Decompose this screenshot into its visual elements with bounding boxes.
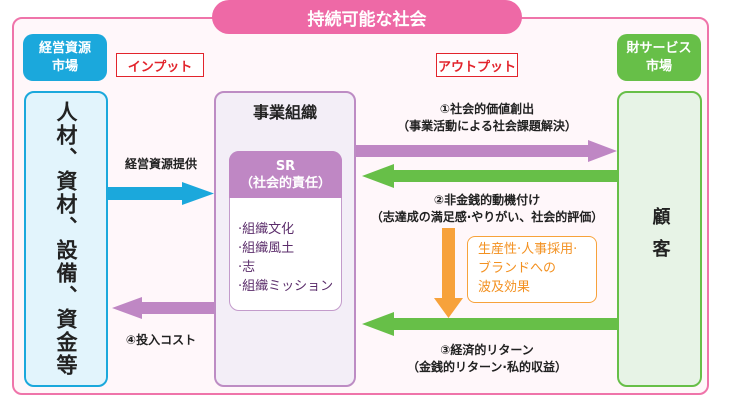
customer-text: 顧客 [649, 207, 671, 271]
sr-item: ·組織文化 [238, 222, 295, 237]
goods-services-market-label: 財サービス 市場 [617, 34, 701, 81]
business-organization-title: 事業組織 [252, 103, 317, 122]
sr-subtitle: （社会的責任） [239, 175, 331, 191]
resource-market-label: 経営資源 市場 [23, 34, 107, 81]
provide-arrow [108, 182, 214, 205]
sr-item: ·組織風土 [238, 241, 295, 256]
customer-text-wrap: 顧客 [617, 91, 702, 387]
cost-arrow [112, 297, 214, 319]
resources-text: 人材、資材、設備、資金等 [54, 101, 78, 377]
ripple-effect-text: 生産性·人事採用· ブランドへの 波及効果 [478, 242, 578, 295]
sustainable-society-frame [12, 17, 709, 395]
economic-return-label: ③経済的リターン （金銭的リターン·私的収益） [407, 343, 567, 374]
diagram-title: 持続可能な社会 [212, 0, 522, 34]
economic-return-arrow [362, 312, 617, 336]
resources-text-wrap: 人材、資材、設備、資金等 [24, 91, 108, 387]
social-value-label: ①社会的価値創出 （事業活動による社会課題解決） [397, 102, 577, 133]
customer-box [617, 91, 702, 387]
sr-item: ·志 [238, 260, 256, 275]
social-value-arrow [356, 140, 617, 162]
sr-item-list: ·組織文化 ·組織風土 ·志 ·組織ミッション [238, 220, 342, 296]
cost-label: ④投入コスト [125, 333, 197, 347]
sr-header: SR （社会的責任） [229, 151, 342, 198]
ripple-effect-box [467, 236, 597, 303]
provide-label: 経営資源提供 [124, 157, 197, 171]
ripple-effect-arrow [434, 228, 463, 318]
sr-item: ·組織ミッション [238, 279, 334, 294]
input-tag: インプット [116, 53, 204, 77]
resources-box [24, 91, 108, 387]
non-monetary-label: ②非金銭的動機付け （志達成の満足感·やりがい、社会的評価） [370, 193, 604, 224]
non-monetary-arrow [362, 164, 617, 188]
output-tag: アウトプット [436, 53, 518, 77]
sr-title: SR [275, 158, 296, 174]
